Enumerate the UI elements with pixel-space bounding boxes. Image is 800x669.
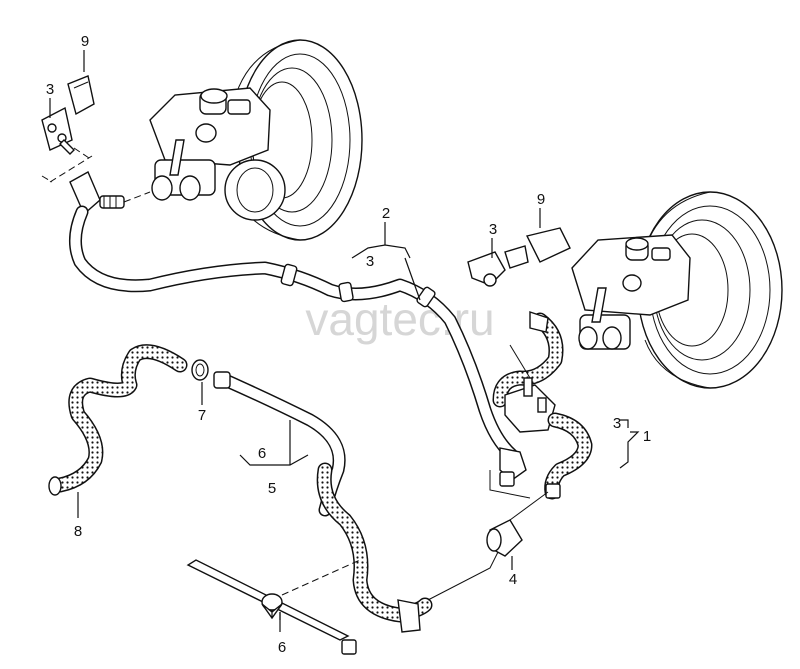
callout-6-bottom: 6 xyxy=(278,639,286,656)
reservoir-left xyxy=(149,87,271,201)
connector-4 xyxy=(486,519,523,557)
sensor-3-right xyxy=(467,251,506,287)
callout-3-group: 3 xyxy=(613,415,621,432)
callout-3-mid: 3 xyxy=(366,253,374,270)
elbow-fitting xyxy=(499,447,527,487)
callout-6-mid: 6 xyxy=(258,445,266,462)
callout-1: 1 xyxy=(643,428,651,445)
check-valve xyxy=(504,377,556,433)
callout-4: 4 xyxy=(509,571,517,588)
callout-3-left: 3 xyxy=(46,81,54,98)
callout-8: 8 xyxy=(74,523,82,540)
sensor-3-left xyxy=(41,106,75,155)
cable-tie-6 xyxy=(186,559,357,655)
cap-9-right xyxy=(504,227,571,269)
callout-5: 5 xyxy=(268,480,276,497)
clamp-7 xyxy=(191,359,209,381)
callout-2: 2 xyxy=(382,205,390,222)
callout-7: 7 xyxy=(198,407,206,424)
reservoir-right xyxy=(571,234,691,350)
callout-3-right: 3 xyxy=(489,221,497,238)
callout-9-left: 9 xyxy=(81,33,89,50)
callout-9-right: 9 xyxy=(537,191,545,208)
fitting-left xyxy=(69,171,125,216)
cap-9-left xyxy=(67,75,95,116)
watermark: vagtec.ru xyxy=(305,293,494,345)
brake-booster-left xyxy=(224,39,363,241)
